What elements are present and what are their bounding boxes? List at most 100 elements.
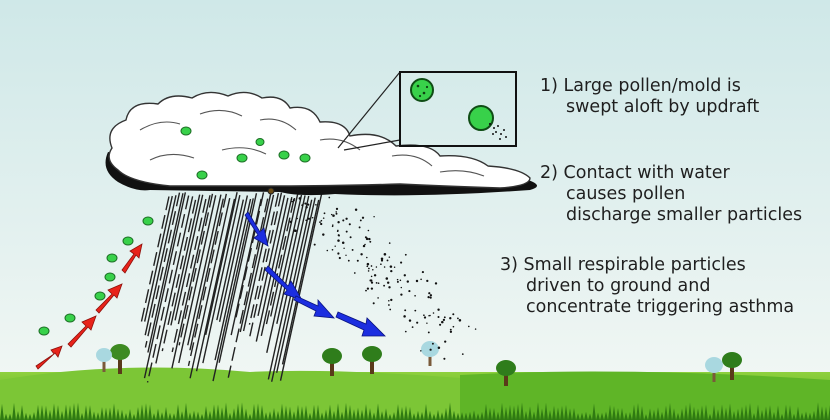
small-particle: [323, 212, 326, 215]
step-1-line-1-text: Large pollen/mold is: [563, 76, 741, 96]
small-particle: [461, 353, 464, 355]
small-particle: [474, 328, 477, 330]
rain-streak: [195, 198, 236, 372]
rain-streak: [248, 192, 283, 342]
small-particle: [366, 262, 370, 266]
small-particle: [332, 224, 334, 226]
small-particle: [380, 259, 384, 262]
small-particle: [307, 203, 310, 206]
rain-streak: [146, 195, 190, 383]
small-particle: [301, 204, 304, 207]
tree-icon: [96, 348, 112, 372]
updraft-arrow-icon: [121, 243, 143, 274]
small-particle: [467, 325, 470, 328]
small-particle: [364, 243, 366, 246]
small-particle: [390, 269, 393, 273]
pollen-icon: [196, 170, 208, 180]
pollen-icon: [278, 150, 290, 160]
small-particle: [348, 223, 351, 226]
small-particle: [373, 274, 377, 277]
downdraft-arrow-icon: [264, 265, 303, 301]
zoom-inset-icon: [399, 71, 517, 147]
small-particle: [423, 316, 427, 319]
small-particle: [315, 203, 317, 206]
small-particle: [337, 234, 340, 237]
rain-streak: [216, 199, 245, 321]
rain-streak: [171, 195, 211, 369]
rain-streak: [276, 195, 306, 324]
rain-streak: [275, 197, 316, 373]
small-particle: [403, 315, 406, 318]
small-particle: [356, 259, 359, 262]
small-particle: [443, 316, 446, 319]
step-3-line-3: concentrate triggering asthma: [526, 297, 795, 317]
tree-icon: [110, 344, 130, 374]
small-particle: [426, 322, 428, 324]
small-particle: [415, 279, 419, 283]
rain-streak: [265, 198, 295, 326]
rain-streak: [214, 198, 252, 361]
small-particle: [429, 296, 432, 299]
step-2-line-2: causes pollen: [566, 184, 686, 204]
small-particle: [337, 229, 339, 232]
pollen-updraft: [38, 216, 154, 336]
small-particle: [305, 219, 307, 222]
rain-streak: [174, 194, 204, 321]
small-particle: [420, 350, 422, 352]
small-particle: [366, 287, 370, 290]
step-1-line-2: swept aloft by updraft: [566, 97, 760, 117]
small-particle: [420, 278, 422, 281]
small-particle: [388, 304, 390, 306]
tree-icon: [705, 357, 723, 382]
small-particle: [331, 248, 334, 251]
small-particle: [292, 199, 295, 202]
small-particle: [337, 239, 340, 242]
small-particle: [411, 326, 414, 328]
downdraft-arrow-icon: [244, 211, 269, 247]
small-particle: [342, 219, 345, 222]
small-particle: [377, 282, 380, 285]
small-particle: [291, 200, 293, 203]
small-particle: [305, 205, 308, 209]
small-particle: [457, 317, 459, 320]
small-particle: [337, 252, 340, 255]
rain-streak: [189, 197, 231, 379]
small-particle: [388, 256, 391, 258]
small-particle: [294, 229, 297, 232]
small-particle: [368, 267, 370, 270]
small-particle: [449, 328, 452, 331]
small-particle: [380, 257, 384, 261]
rain-streak: [279, 192, 323, 381]
small-particle: [293, 198, 296, 200]
step-3-line-2: driven to ground and: [526, 276, 711, 296]
small-particle: [404, 253, 407, 256]
small-particle: [452, 325, 455, 328]
small-particle: [351, 248, 354, 251]
pollen-icon: [255, 138, 265, 146]
small-particle: [432, 312, 435, 314]
small-particle: [366, 256, 368, 259]
small-particle: [386, 259, 389, 262]
small-particle: [383, 284, 386, 287]
rain-streak: [212, 198, 254, 382]
downdraft-arrow-icon: [293, 295, 335, 319]
small-particle: [437, 346, 441, 349]
small-particle: [326, 249, 329, 252]
rain-streak: [266, 194, 303, 353]
small-particle: [452, 313, 455, 316]
small-particle: [332, 214, 335, 217]
downdraft-arrows: [244, 211, 386, 337]
pollen-icon: [299, 153, 311, 163]
small-particle: [380, 263, 382, 266]
small-particle: [443, 357, 446, 360]
rain-streak: [178, 195, 217, 364]
step-2-line-1-text: Contact with water: [563, 163, 730, 183]
small-particle: [289, 220, 293, 224]
pollen-icon: [64, 313, 76, 323]
rain-streak: [178, 193, 214, 346]
small-particle: [358, 226, 361, 229]
tree-icon: [362, 346, 382, 374]
small-particle: [373, 215, 375, 218]
